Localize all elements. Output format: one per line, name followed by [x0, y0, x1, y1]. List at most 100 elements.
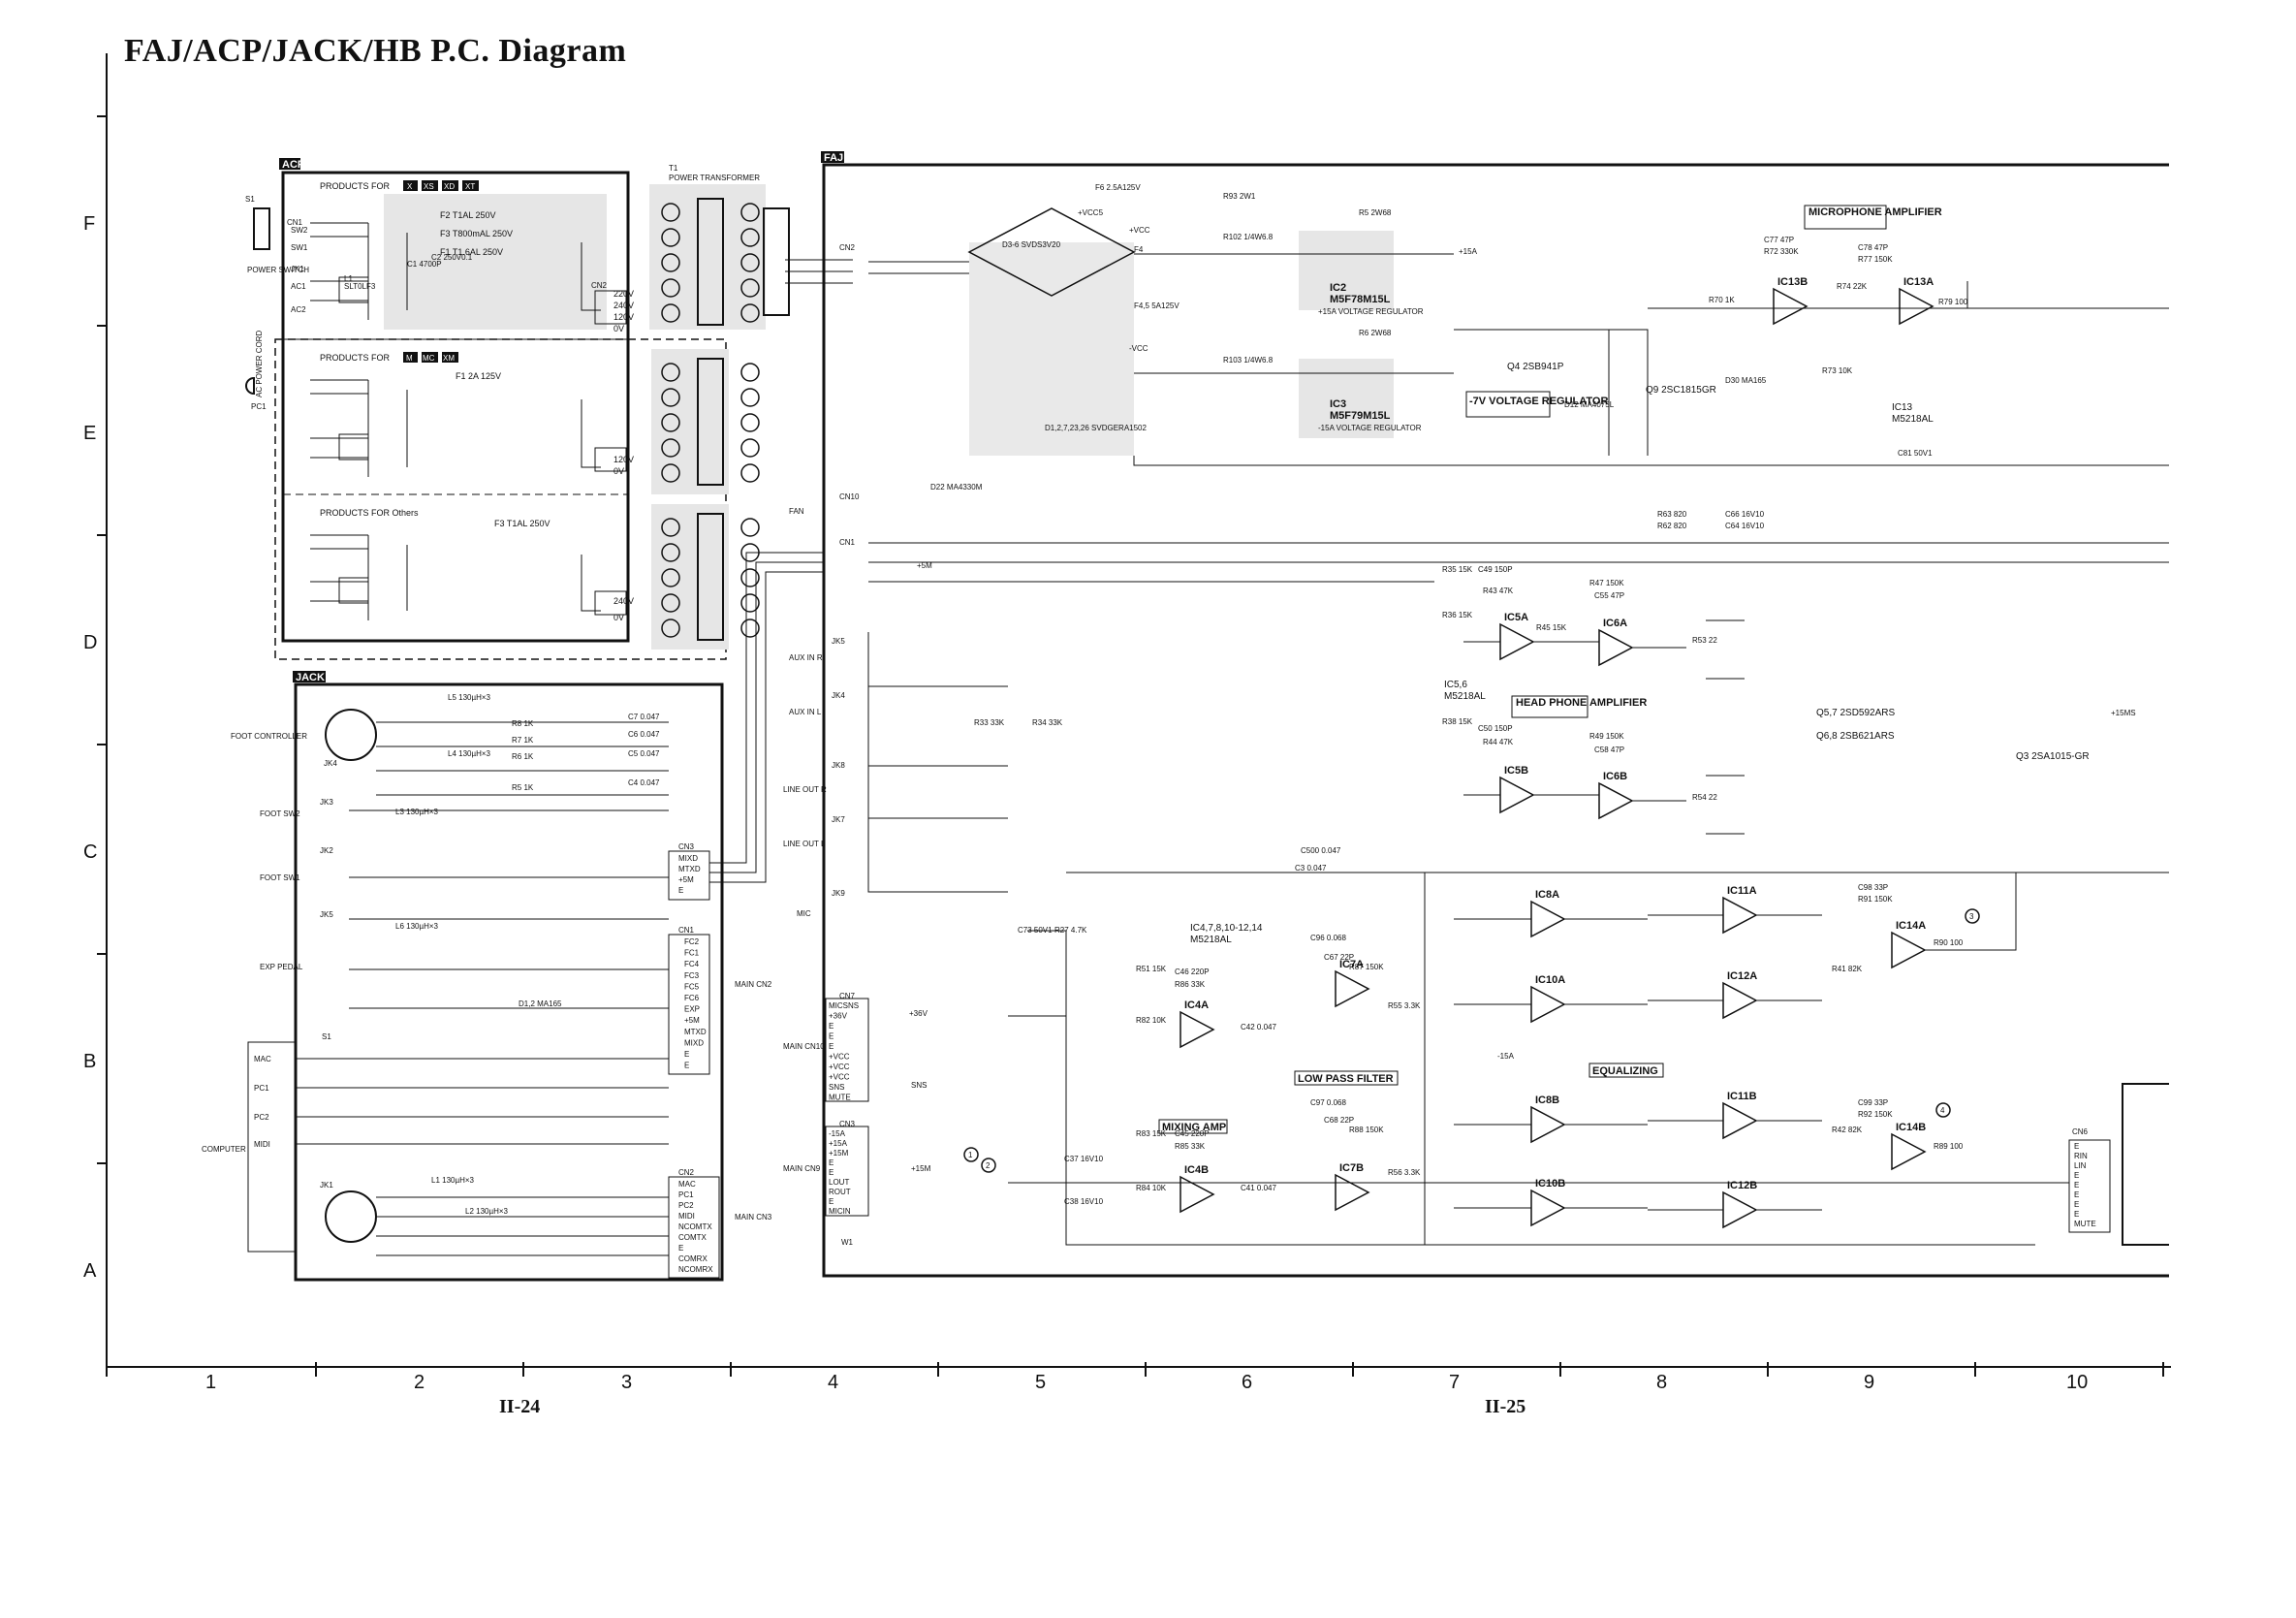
connector-pin: EXP — [684, 1005, 700, 1014]
jack-part-label: JK5 — [320, 910, 333, 919]
secondary-coil-turn — [740, 363, 760, 382]
connector-pin: FC1 — [684, 949, 700, 958]
opamp-symbol — [1179, 1175, 1215, 1214]
component-label: R89 100 — [1934, 1142, 1964, 1151]
hp-amp-box — [1511, 695, 1588, 718]
component-label: R6 2W68 — [1359, 329, 1392, 337]
opamp-label: IC7B — [1339, 1162, 1364, 1174]
primary-coil-turn — [661, 388, 680, 407]
faj-block-header-bg — [821, 151, 844, 163]
acp-part-label: SW1 — [291, 243, 308, 252]
opamp-symbol — [1499, 776, 1535, 814]
acp-part-label: SLT0LF3 — [344, 282, 376, 291]
section-microphone-amplifier: MICROPHONE AMPLIFIER — [1808, 206, 1942, 218]
acp-fuse-f3-alt: F3 T1AL 250V — [494, 519, 550, 528]
jack-part-label: R8 1K — [512, 719, 534, 728]
connector-pin: MUTE — [829, 1094, 851, 1102]
opamp-label: IC13B — [1777, 276, 1808, 288]
acp-fuse-f2: F2 T1AL 250V — [440, 210, 496, 220]
opamp-label: IC5A — [1504, 612, 1528, 623]
test-point-number: 2 — [986, 1161, 991, 1170]
jack-wire — [867, 632, 1008, 893]
faj-section-labels: MICROPHONE AMPLIFIER HEAD PHONE AMPLIFIE… — [1158, 205, 1942, 1134]
primary-coil-turn — [661, 413, 680, 432]
model-m: M — [406, 354, 413, 363]
opamp-label: IC7A — [1339, 959, 1364, 970]
component-label: R87 150K — [1349, 963, 1384, 971]
rail-label: SNS — [911, 1081, 927, 1090]
page-number-right: II-25 — [1485, 1396, 1526, 1417]
component-label: R35 15K — [1442, 565, 1473, 574]
component-label: C49 150P — [1478, 565, 1513, 574]
jack-cn2-label: CN2 — [678, 1168, 695, 1177]
computer-pin-pc1: PC1 — [254, 1084, 269, 1093]
filter-coil — [338, 276, 369, 303]
component-label: F4 — [1134, 245, 1144, 254]
component-label: R72 330K — [1764, 247, 1799, 256]
rectifier-shade — [969, 242, 1134, 456]
jack-part-label: C7 0.047 — [628, 713, 660, 721]
label-computer: COMPUTER — [202, 1145, 246, 1154]
jack-cn1-label: CN1 — [678, 926, 695, 935]
component-label: C66 16V10 — [1725, 510, 1765, 519]
faj-cn6-box — [2068, 1139, 2111, 1233]
connector-pin: FC5 — [684, 982, 700, 991]
jack-block-header: JACK — [296, 672, 325, 683]
secondary-coil-turn — [740, 303, 760, 323]
jack-wire — [349, 809, 669, 1009]
acp-wire — [310, 534, 368, 602]
connector-pin: E — [2074, 1210, 2079, 1219]
acp-wire — [367, 535, 601, 620]
transformer-core — [697, 358, 724, 486]
row-label-b: B — [83, 1051, 97, 1072]
rail-label: -VCC — [1129, 344, 1148, 353]
faj-cn6-edge — [2122, 1083, 2169, 1246]
component-label: R79 100 — [1938, 298, 1968, 306]
component-label: R93 2W1 — [1223, 192, 1256, 201]
connector-pin: E — [2074, 1142, 2079, 1151]
transformer-shade-2 — [651, 349, 729, 494]
transformer-core — [697, 513, 724, 641]
connector-pin: MTXD — [684, 1028, 707, 1036]
faj-main-cn9: MAIN CN9 — [783, 1164, 821, 1173]
jack-part-label: L2 130µH×3 — [465, 1207, 509, 1216]
faj-connector-label: JK7 — [832, 815, 845, 824]
jack-part-label: JK2 — [320, 846, 333, 855]
secondary-core — [763, 207, 790, 316]
secondary-coil-turn — [740, 278, 760, 298]
jack-cn1-box — [668, 934, 710, 1075]
primary-coil-turn — [661, 543, 680, 562]
tap-220v: 220V — [613, 289, 634, 299]
component-label: C42 0.047 — [1241, 1023, 1276, 1031]
label-foot-sw2: FOOT SW2 — [260, 809, 300, 818]
tap-240v-alt: 240V — [613, 596, 634, 606]
jack-wire — [376, 721, 669, 796]
component-label: R62 820 — [1657, 522, 1687, 530]
opamp-symbol — [1530, 985, 1566, 1024]
label-exp-pedal: EXP PEDAL — [260, 963, 303, 971]
opamp-symbol — [1179, 1010, 1215, 1049]
model-x: X — [407, 182, 413, 191]
component-label: R44 47K — [1483, 738, 1514, 746]
jack-cn3-box — [668, 850, 710, 901]
jack-main-cn3: MAIN CN3 — [735, 1213, 772, 1221]
label-mic: MIC — [797, 909, 811, 918]
component-label: R86 33K — [1175, 980, 1206, 989]
component-label: R83 15K — [1136, 1129, 1167, 1138]
diode-label: D22 MA4330M — [930, 483, 983, 492]
component-label: R27 4.7K — [1054, 926, 1087, 935]
filter-coil — [338, 433, 369, 460]
connector-pin: MICIN — [829, 1207, 851, 1216]
acp-cn2-box — [594, 447, 627, 472]
acp-part-label: L1 — [344, 274, 353, 283]
jack-part-label: JK3 — [320, 798, 333, 807]
opamp-label: IC13A — [1903, 276, 1934, 288]
acp-section2-heading: PRODUCTS FOR — [320, 353, 391, 363]
tap-240v: 240V — [613, 301, 634, 310]
ic2-name: IC2 — [1330, 282, 1346, 294]
jack-part-label: D1,2 MA165 — [519, 999, 562, 1008]
connector-pin: E — [684, 1050, 689, 1059]
opamp-symbol — [1530, 1105, 1566, 1144]
